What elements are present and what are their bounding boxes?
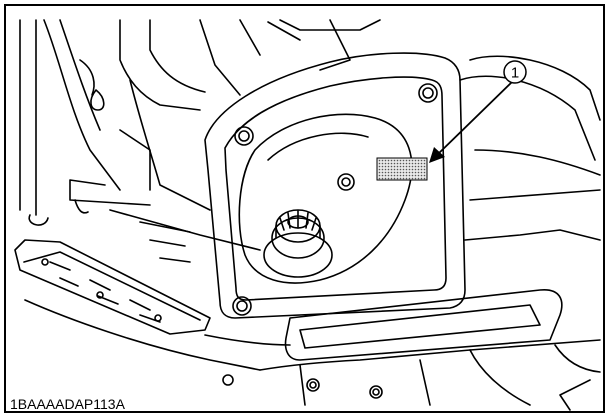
callout-number: 1 bbox=[511, 65, 519, 82]
code-label-bg bbox=[8, 395, 198, 411]
step-plate bbox=[14, 239, 211, 335]
callout-circle bbox=[503, 60, 527, 84]
callout-1: 1 bbox=[503, 60, 527, 84]
lower-guard bbox=[24, 289, 601, 411]
seat-area bbox=[19, 19, 381, 263]
filler-recess bbox=[238, 113, 413, 284]
figure-code: 1BAAAADAP113A bbox=[10, 396, 126, 412]
leader-arrow bbox=[429, 81, 513, 163]
caution-decal bbox=[376, 157, 428, 181]
mounting-bolts bbox=[222, 83, 438, 399]
fuel-cap bbox=[263, 209, 333, 278]
